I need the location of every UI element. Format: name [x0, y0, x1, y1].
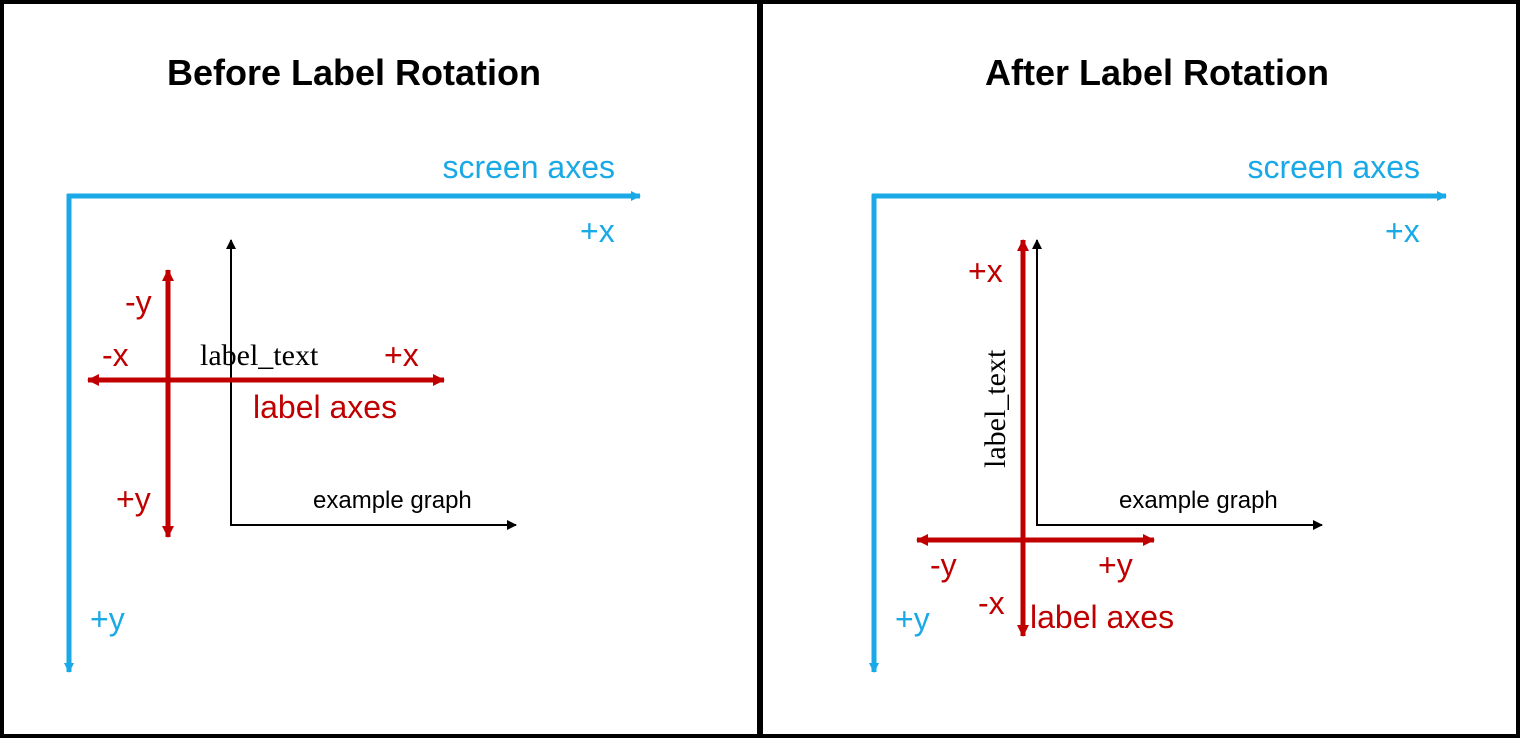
graph-label: example graph	[313, 487, 472, 514]
screen-axes-label: screen axes	[1247, 149, 1420, 185]
screen-axes: screen axes +x +y	[64, 149, 641, 673]
label-axes: -y +y -x +x label axes	[87, 269, 445, 538]
screen-axes-label: screen axes	[442, 149, 615, 185]
panel-border-right	[759, 0, 1520, 738]
label-neg-y: -y	[930, 547, 957, 583]
label-pos-x: +x	[384, 337, 419, 373]
label-axes: +x -x -y +y label axes	[916, 239, 1174, 637]
label-axes-label: label axes	[253, 389, 397, 425]
screen-x-label: +x	[1385, 213, 1420, 249]
label-text: label_text	[200, 339, 319, 372]
label-neg-y: -y	[125, 284, 152, 320]
screen-y-label: +y	[895, 601, 930, 637]
example-graph: example graph	[1032, 239, 1323, 530]
label-text-rotated: label_text	[979, 349, 1012, 468]
screen-x-label: +x	[580, 213, 615, 249]
label-pos-y: +y	[1098, 547, 1133, 583]
label-neg-x: -x	[102, 337, 129, 373]
label-axes-label: label axes	[1030, 599, 1174, 635]
label-pos-x: +x	[968, 253, 1003, 289]
label-pos-y: +y	[116, 481, 151, 517]
screen-y-label: +y	[90, 601, 125, 637]
screen-axes: screen axes +x +y	[869, 149, 1447, 673]
graph-label: example graph	[1119, 487, 1278, 514]
panel-before: Before Label Rotation screen axes +x +y …	[64, 52, 641, 673]
panel-title: Before Label Rotation	[167, 52, 541, 93]
label-neg-x: -x	[978, 585, 1005, 621]
panel-title: After Label Rotation	[985, 52, 1329, 93]
panel-after: After Label Rotation screen axes +x +y e…	[869, 52, 1447, 673]
example-graph: example graph	[226, 239, 517, 530]
